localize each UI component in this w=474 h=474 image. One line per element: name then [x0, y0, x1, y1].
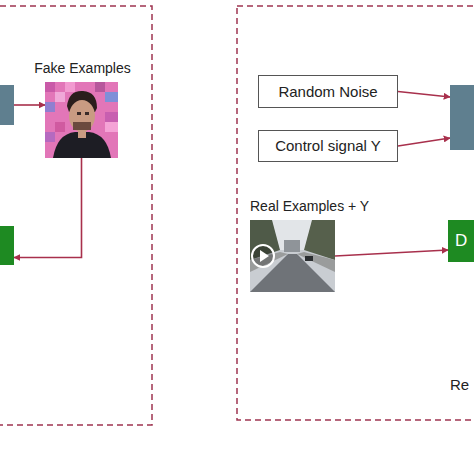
generator-box: [0, 85, 14, 125]
dashed-panel: [0, 6, 152, 425]
illustration: [45, 82, 118, 158]
image-caption: Fake Examples: [28, 60, 137, 77]
arrow-connector: [398, 92, 450, 98]
image-caption: Real Examples + Y: [250, 198, 369, 215]
discriminator-box: [0, 226, 14, 265]
fake-example-image: Fake Examples: [28, 60, 137, 158]
input-box: Random Noise: [258, 75, 398, 108]
real-example-image: Real Examples + Y: [248, 198, 378, 292]
arrow-connector: [335, 250, 448, 256]
discriminator-box: D: [448, 220, 474, 262]
arrow-connector: [14, 104, 45, 106]
dashed-panel: [237, 6, 474, 420]
arrow-connector: [398, 138, 450, 146]
generator-box: [450, 85, 474, 150]
box-label: Random Noise: [278, 83, 377, 101]
partial-label: Re: [450, 376, 469, 393]
illustration: [250, 220, 335, 292]
arrow-connector: [14, 158, 82, 258]
input-box: Control signal Y: [258, 130, 398, 162]
box-label: D: [448, 231, 467, 251]
box-label: Control signal Y: [275, 137, 381, 155]
